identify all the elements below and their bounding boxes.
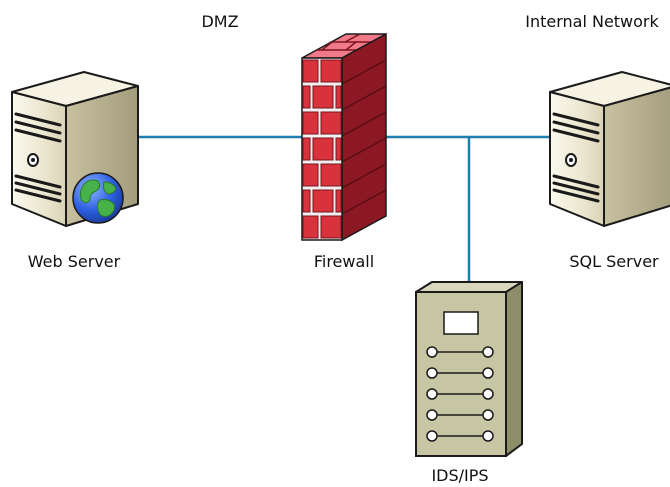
web-server-icon — [12, 72, 138, 226]
brick-firewall-icon — [302, 34, 386, 240]
zone-label-dmz: DMZ — [201, 12, 238, 32]
server-tower-icon — [550, 72, 670, 226]
node-label-web-server: Web Server — [28, 252, 120, 272]
zone-label-internal-network: Internal Network — [525, 12, 659, 32]
globe-icon — [73, 173, 123, 223]
node-label-sql-server: SQL Server — [569, 252, 658, 272]
node-label-ids-ips: IDS/IPS — [431, 466, 488, 486]
network-appliance-rack-icon — [416, 282, 522, 456]
node-label-firewall: Firewall — [314, 252, 374, 272]
